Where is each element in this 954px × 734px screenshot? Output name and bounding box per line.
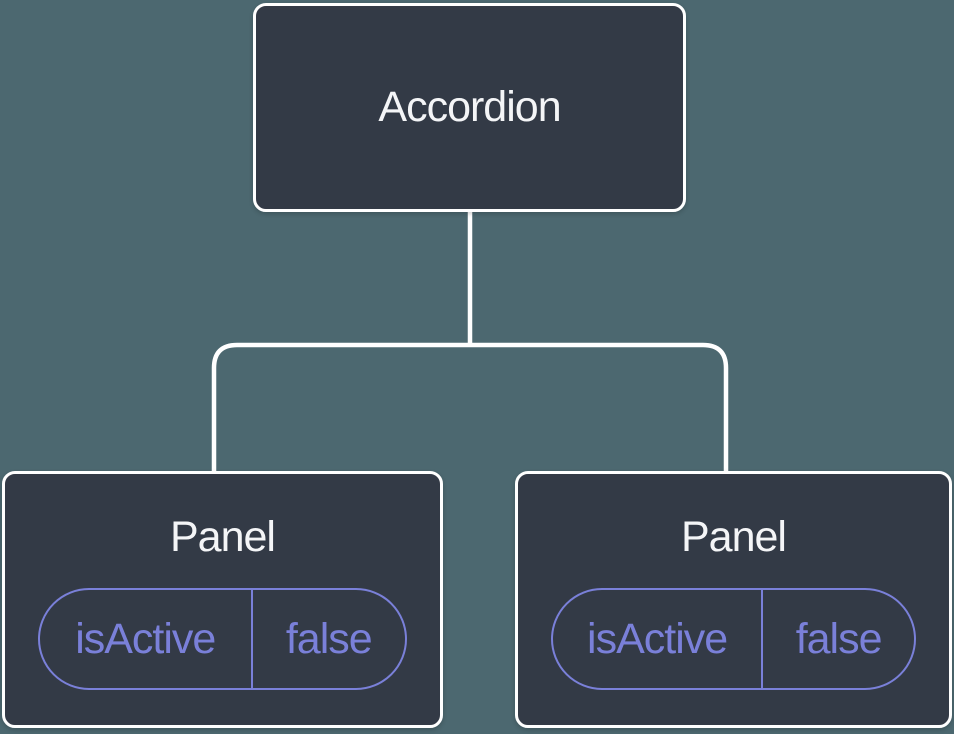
state-key-label: isActive (40, 590, 253, 688)
panel-title: Panel (681, 513, 787, 561)
state-pill: isActive false (38, 588, 407, 690)
accordion-node: Accordion (253, 3, 686, 212)
panel-node-left: Panel isActive false (2, 471, 443, 728)
state-value-label: false (285, 614, 373, 663)
accordion-label: Accordion (378, 83, 561, 131)
state-key-label: isActive (553, 590, 764, 688)
branch-connector (211, 342, 729, 472)
panel-node-right: Panel isActive false (515, 471, 952, 728)
panel-title: Panel (170, 513, 276, 561)
state-pill: isActive false (551, 588, 916, 690)
state-value-label: false (795, 614, 883, 663)
